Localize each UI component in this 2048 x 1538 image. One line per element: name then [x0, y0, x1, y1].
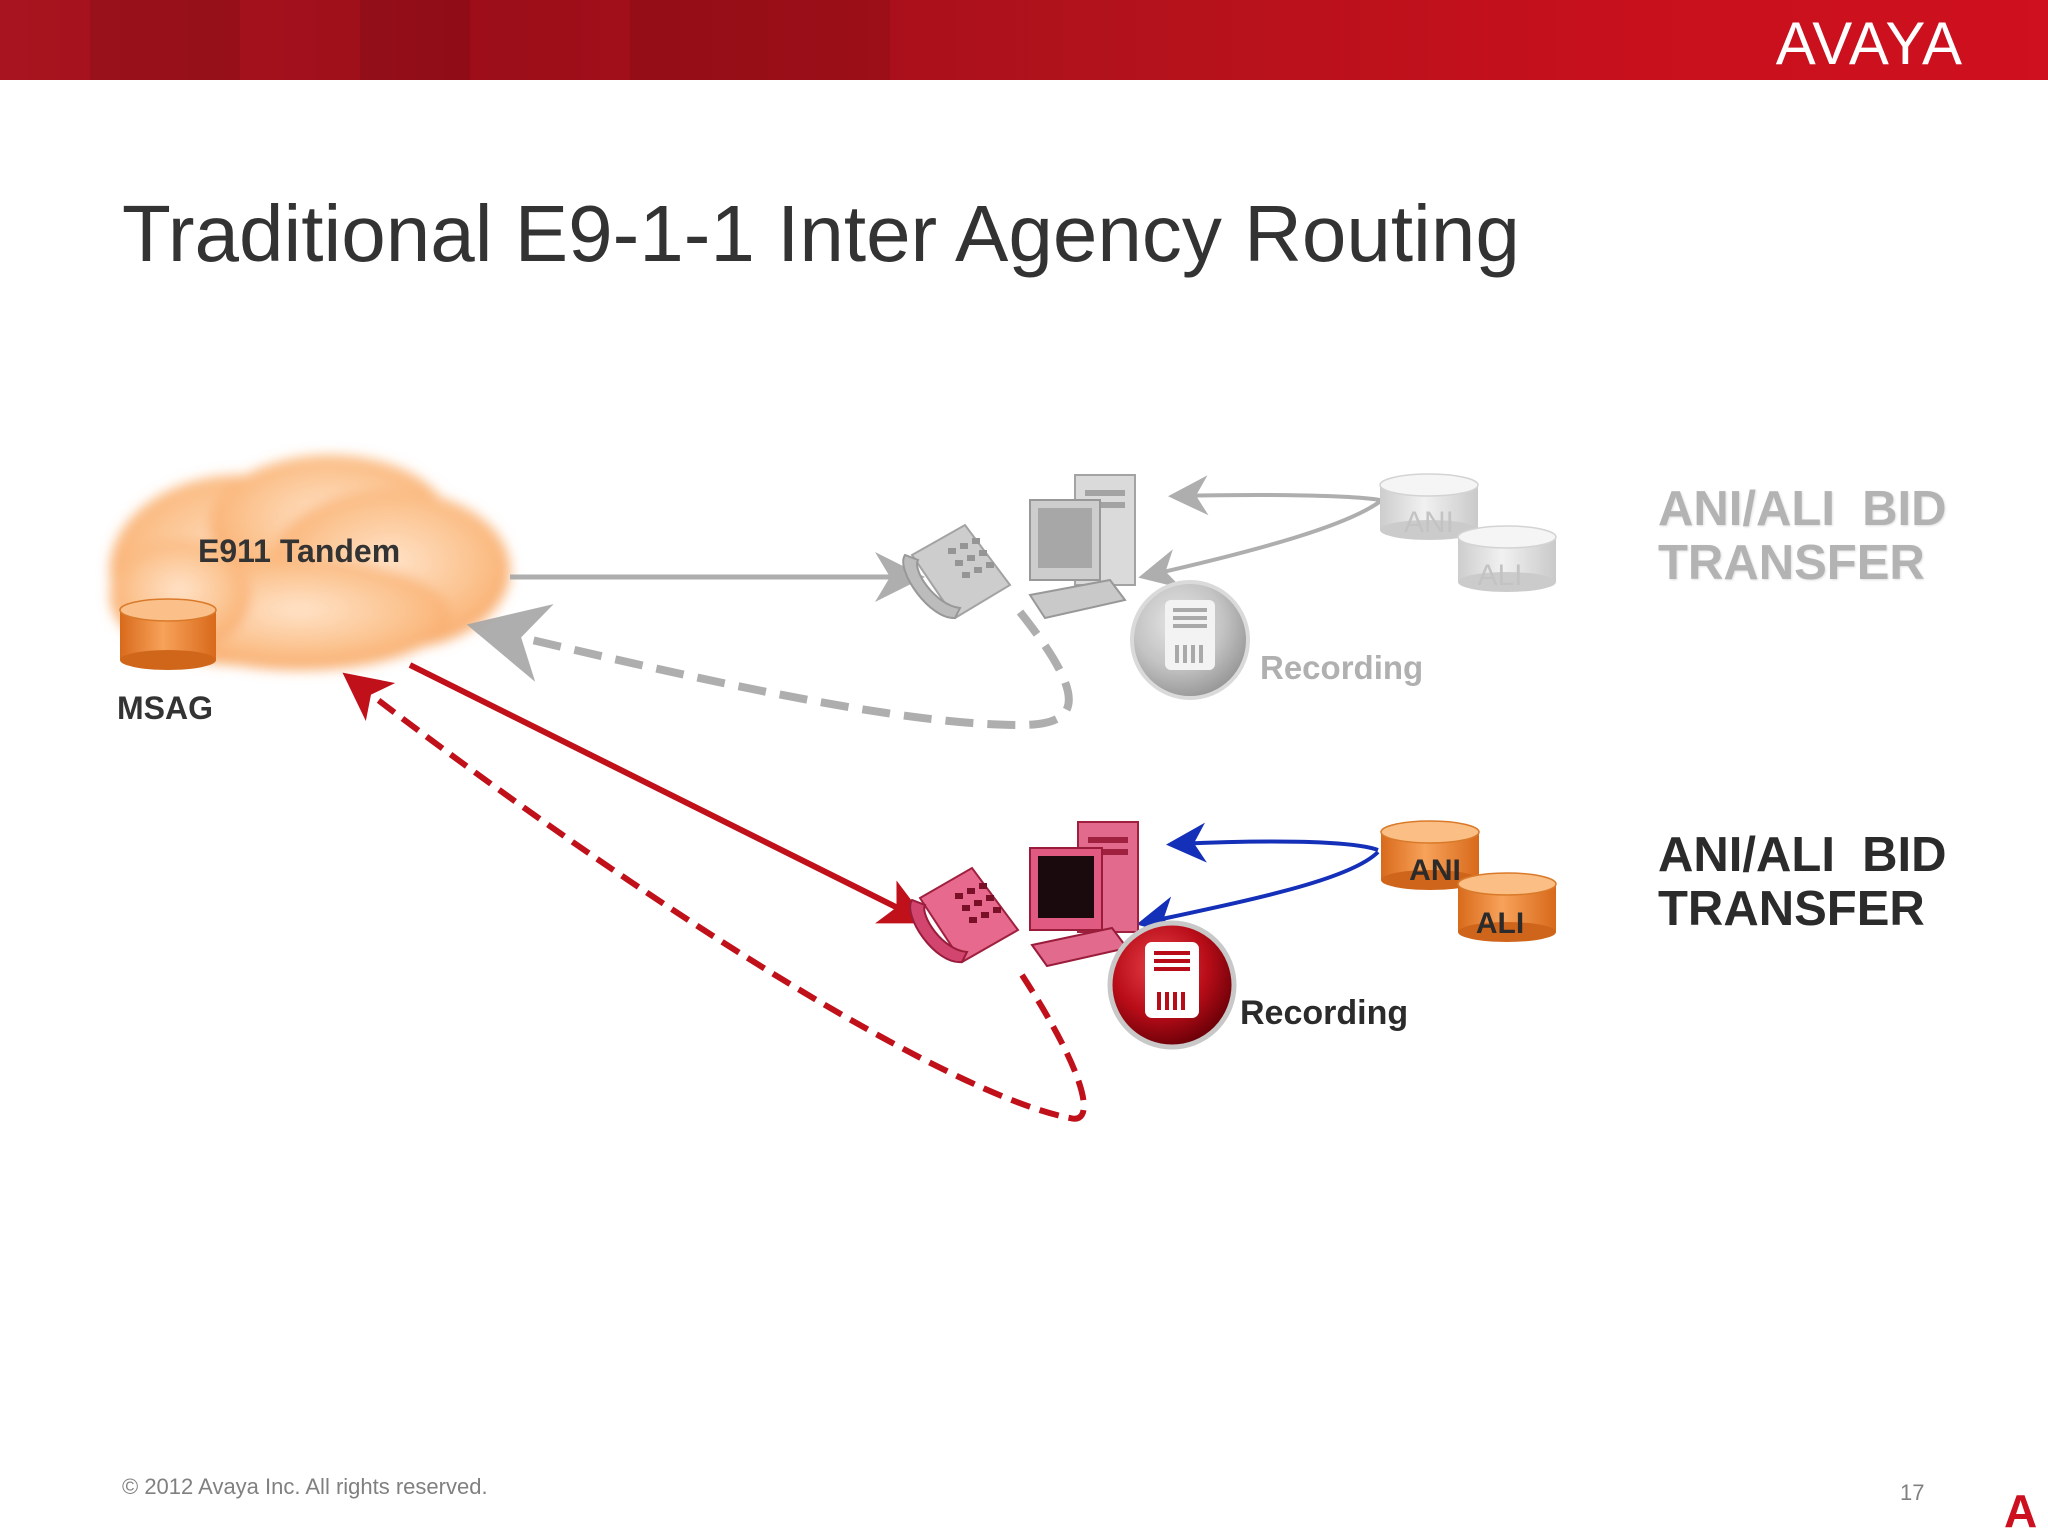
transfer-arrow-red [342, 672, 1087, 1122]
phone-icon-red [909, 866, 1020, 964]
e911-tandem-label: E911 Tandem [198, 533, 401, 569]
slide-title: Traditional E9-1-1 Inter Agency Routing [122, 189, 1520, 278]
before-state-group: ANI ALI [466, 473, 1557, 730]
ali-label-grey: ALI [1477, 559, 1522, 592]
ani-arrow-blue [1166, 822, 1379, 863]
transfer-arrow-grey [466, 604, 1073, 730]
ali-database-icon [1457, 872, 1557, 942]
ali-label: ALI [1476, 907, 1524, 940]
ani-label-grey: ANI [1404, 506, 1454, 539]
bid-transfer-label-grey: ANI/ALI BID TRANSFER [1658, 482, 1947, 590]
recording-icon-red [1107, 920, 1237, 1050]
avaya-corner-mark: A [2004, 1485, 2038, 1537]
call-arrow-red [408, 662, 929, 924]
ani-arrow-grey [1168, 475, 1381, 516]
ani-database-icon-grey [1379, 473, 1479, 540]
recording-icon-grey [1130, 580, 1250, 700]
recording-label: Recording [1240, 994, 1409, 1032]
ani-label: ANI [1409, 854, 1461, 887]
banner-stripe [630, 0, 890, 80]
header-banner: AVAYA [0, 0, 2048, 80]
phone-icon-grey [902, 523, 1012, 620]
msag-database-icon [119, 598, 217, 670]
bid-line2-grey: TRANSFER [1658, 536, 1925, 590]
banner-stripe [360, 0, 470, 80]
ali-arrow-blue [1136, 850, 1380, 936]
ali-arrow-grey [1138, 498, 1384, 589]
computer-icon-red [1029, 821, 1139, 968]
recording-label-grey: Recording [1260, 649, 1424, 686]
ani-database-icon [1380, 820, 1480, 890]
after-state-group: ANI ALI [342, 662, 1557, 1122]
copyright-text: © 2012 Avaya Inc. All rights reserved. [122, 1474, 488, 1499]
computer-icon-grey [1028, 474, 1136, 620]
avaya-logo: AVAYA [1775, 10, 1963, 77]
banner-stripe [90, 0, 240, 80]
bid-line2: TRANSFER [1658, 882, 1925, 936]
bid-line1: ANI/ALI BID [1658, 828, 1947, 882]
ali-database-icon-grey [1457, 525, 1557, 592]
bid-transfer-label: ANI/ALI BID TRANSFER [1658, 828, 1947, 936]
msag-label: MSAG [117, 690, 213, 726]
page-number: 17 [1900, 1480, 1925, 1505]
bid-line1-grey: ANI/ALI BID [1658, 482, 1947, 536]
